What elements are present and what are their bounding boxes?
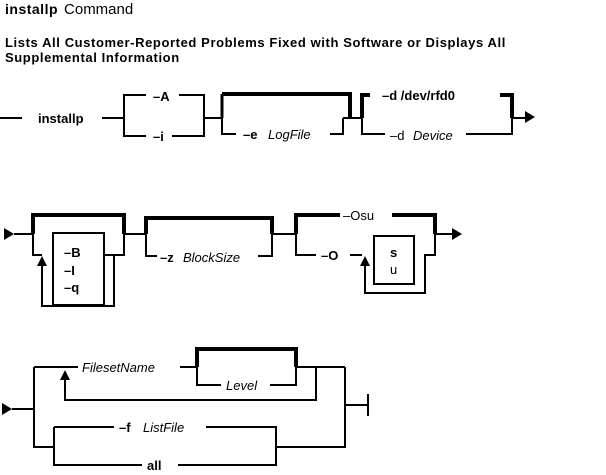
title-word: Command <box>64 1 134 18</box>
O-values-box <box>373 235 415 285</box>
repeat-options-box <box>52 232 105 306</box>
fileset-loop-arrow-icon <box>60 370 70 380</box>
row2-start-arrow-icon <box>4 228 14 240</box>
option-z-arg: BlockSize <box>183 250 240 265</box>
level-arg: Level <box>226 378 258 393</box>
optional-e-bracket <box>221 117 362 135</box>
O-value-u: u <box>390 262 397 277</box>
heading-line-2: Supplemental Information <box>5 50 180 65</box>
row2-continue-arrow-icon <box>452 228 462 240</box>
O-loop-arrow-icon <box>360 256 370 266</box>
optional-z-bracket <box>145 233 296 257</box>
command-label: installp <box>38 111 84 126</box>
choice-f-all-bracket <box>53 426 340 466</box>
option-f-flag: –f <box>119 420 131 435</box>
option-e-flag: –e <box>243 127 257 142</box>
option-z-flag: –z <box>160 250 174 265</box>
fileset-loop <box>64 367 317 401</box>
option-d-default: –d /dev/rfd0 <box>382 88 455 103</box>
option-A: –A <box>153 89 170 104</box>
row3-main-choice <box>33 367 54 448</box>
option-d-arg: Device <box>413 128 453 143</box>
option-i: –i <box>153 129 164 144</box>
repeat-option-I: –I <box>64 263 75 278</box>
choice-O-bracket <box>295 233 452 294</box>
row3-start-arrow-icon <box>2 403 12 415</box>
O-value-s: s <box>390 245 397 260</box>
heading-line-1: Lists All Customer-Reported Problems Fix… <box>5 35 506 50</box>
choice-d-bracket <box>361 117 525 135</box>
option-d-flag: –d <box>390 128 404 143</box>
command-name: installp <box>5 1 59 17</box>
option-all: all <box>147 458 161 473</box>
choice-A-i-bracket <box>123 94 222 137</box>
continue-arrow-icon <box>525 111 535 123</box>
page-title: installp Command <box>5 1 133 18</box>
repeat-option-B: –B <box>64 245 81 260</box>
repeat-option-q: –q <box>64 280 79 295</box>
optional-level-bracket <box>196 366 345 386</box>
loop-arrow-icon <box>37 256 47 266</box>
option-Osu-default: –Osu <box>343 208 374 223</box>
option-f-arg: ListFile <box>143 420 184 435</box>
option-O-flag: –O <box>321 248 338 263</box>
section-heading: Lists All Customer-Reported Problems Fix… <box>5 35 605 65</box>
option-e-arg: LogFile <box>268 127 311 142</box>
fileset-name: FilesetName <box>82 360 155 375</box>
